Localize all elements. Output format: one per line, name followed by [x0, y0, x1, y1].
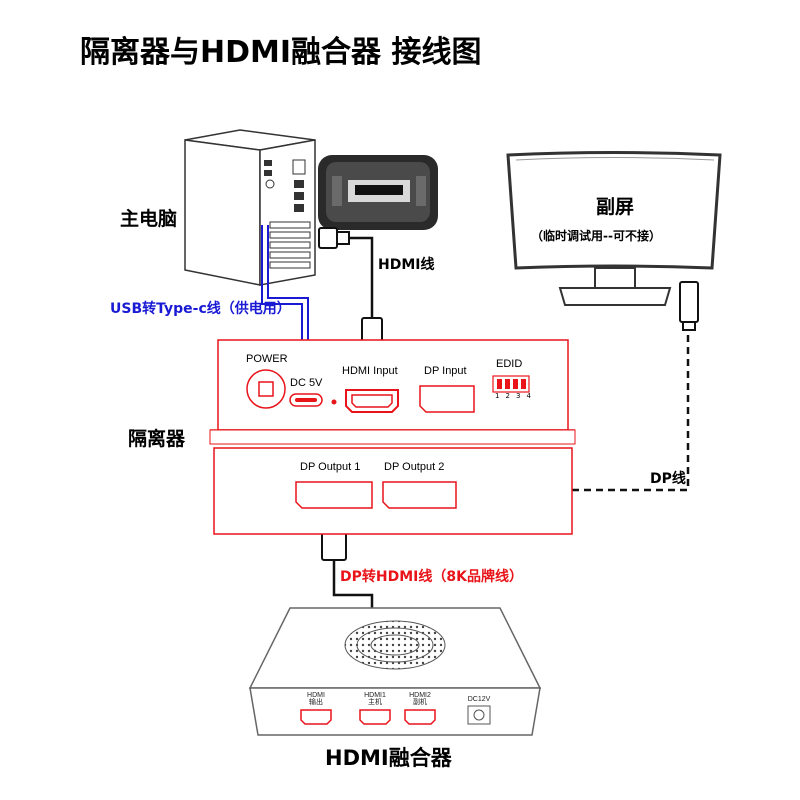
edid-switch-2: 2	[505, 392, 510, 400]
fusion-hdmi-out-label: HDMI 输出	[300, 692, 332, 706]
dp-output-1-label: DP Output 1	[300, 461, 361, 473]
secondary-screen-note: （临时调试用--可不接）	[531, 229, 661, 243]
fusion-hdmi1-sub: 主机	[368, 699, 382, 706]
fusion-hdmi-out-name: HDMI	[307, 692, 325, 699]
fusion-hdmi1-name: HDMI1	[364, 692, 386, 699]
main-pc-label: 主电脑	[120, 208, 178, 230]
usb-cable-label: USB转Type-c线（供电用）	[110, 301, 291, 317]
edid-switch-3: 3	[516, 392, 521, 400]
hdmi-fusion-box	[248, 607, 542, 736]
secondary-screen-label: 副屏	[596, 196, 635, 218]
isolator-front-panel	[209, 339, 576, 445]
fusion-hdmi-out-sub: 输出	[309, 699, 323, 706]
main-pc-tower	[184, 129, 316, 286]
fusion-hdmi2-label: HDMI2 副机	[404, 692, 436, 706]
hdmi-input-label: HDMI Input	[342, 365, 398, 377]
dc5v-label: DC 5V	[290, 377, 323, 389]
isolator-label: 隔离器	[128, 428, 186, 450]
dp-cable-label: DP线	[650, 471, 686, 487]
fusion-hdmi2-name: HDMI2	[409, 692, 431, 699]
secondary-monitor	[506, 151, 722, 306]
dp-output-2-label: DP Output 2	[384, 461, 445, 473]
edid-switch-1: 1	[495, 392, 500, 400]
edid-switch-numbers: 1 2 3 4	[495, 393, 531, 400]
fusion-hdmi1-label: HDMI1 主机	[359, 692, 391, 706]
edid-label: EDID	[496, 358, 523, 370]
fusion-hdmi2-sub: 副机	[413, 699, 427, 706]
dp-hdmi-cable-label: DP转HDMI线（8K品牌线）	[340, 569, 523, 585]
edid-switch-4: 4	[526, 392, 531, 400]
hdmi-fusion-label: HDMI融合器	[325, 746, 452, 770]
hdmi-cable-label: HDMI线	[378, 257, 435, 273]
hdmi-port-inset	[318, 155, 438, 230]
isolator-back-panel	[213, 447, 573, 535]
dp-input-label: DP Input	[424, 365, 467, 377]
diagram-title: 隔离器与HDMI融合器 接线图	[80, 35, 482, 70]
power-label: POWER	[246, 353, 288, 365]
fusion-dc12v-label: DC12V	[467, 696, 491, 703]
